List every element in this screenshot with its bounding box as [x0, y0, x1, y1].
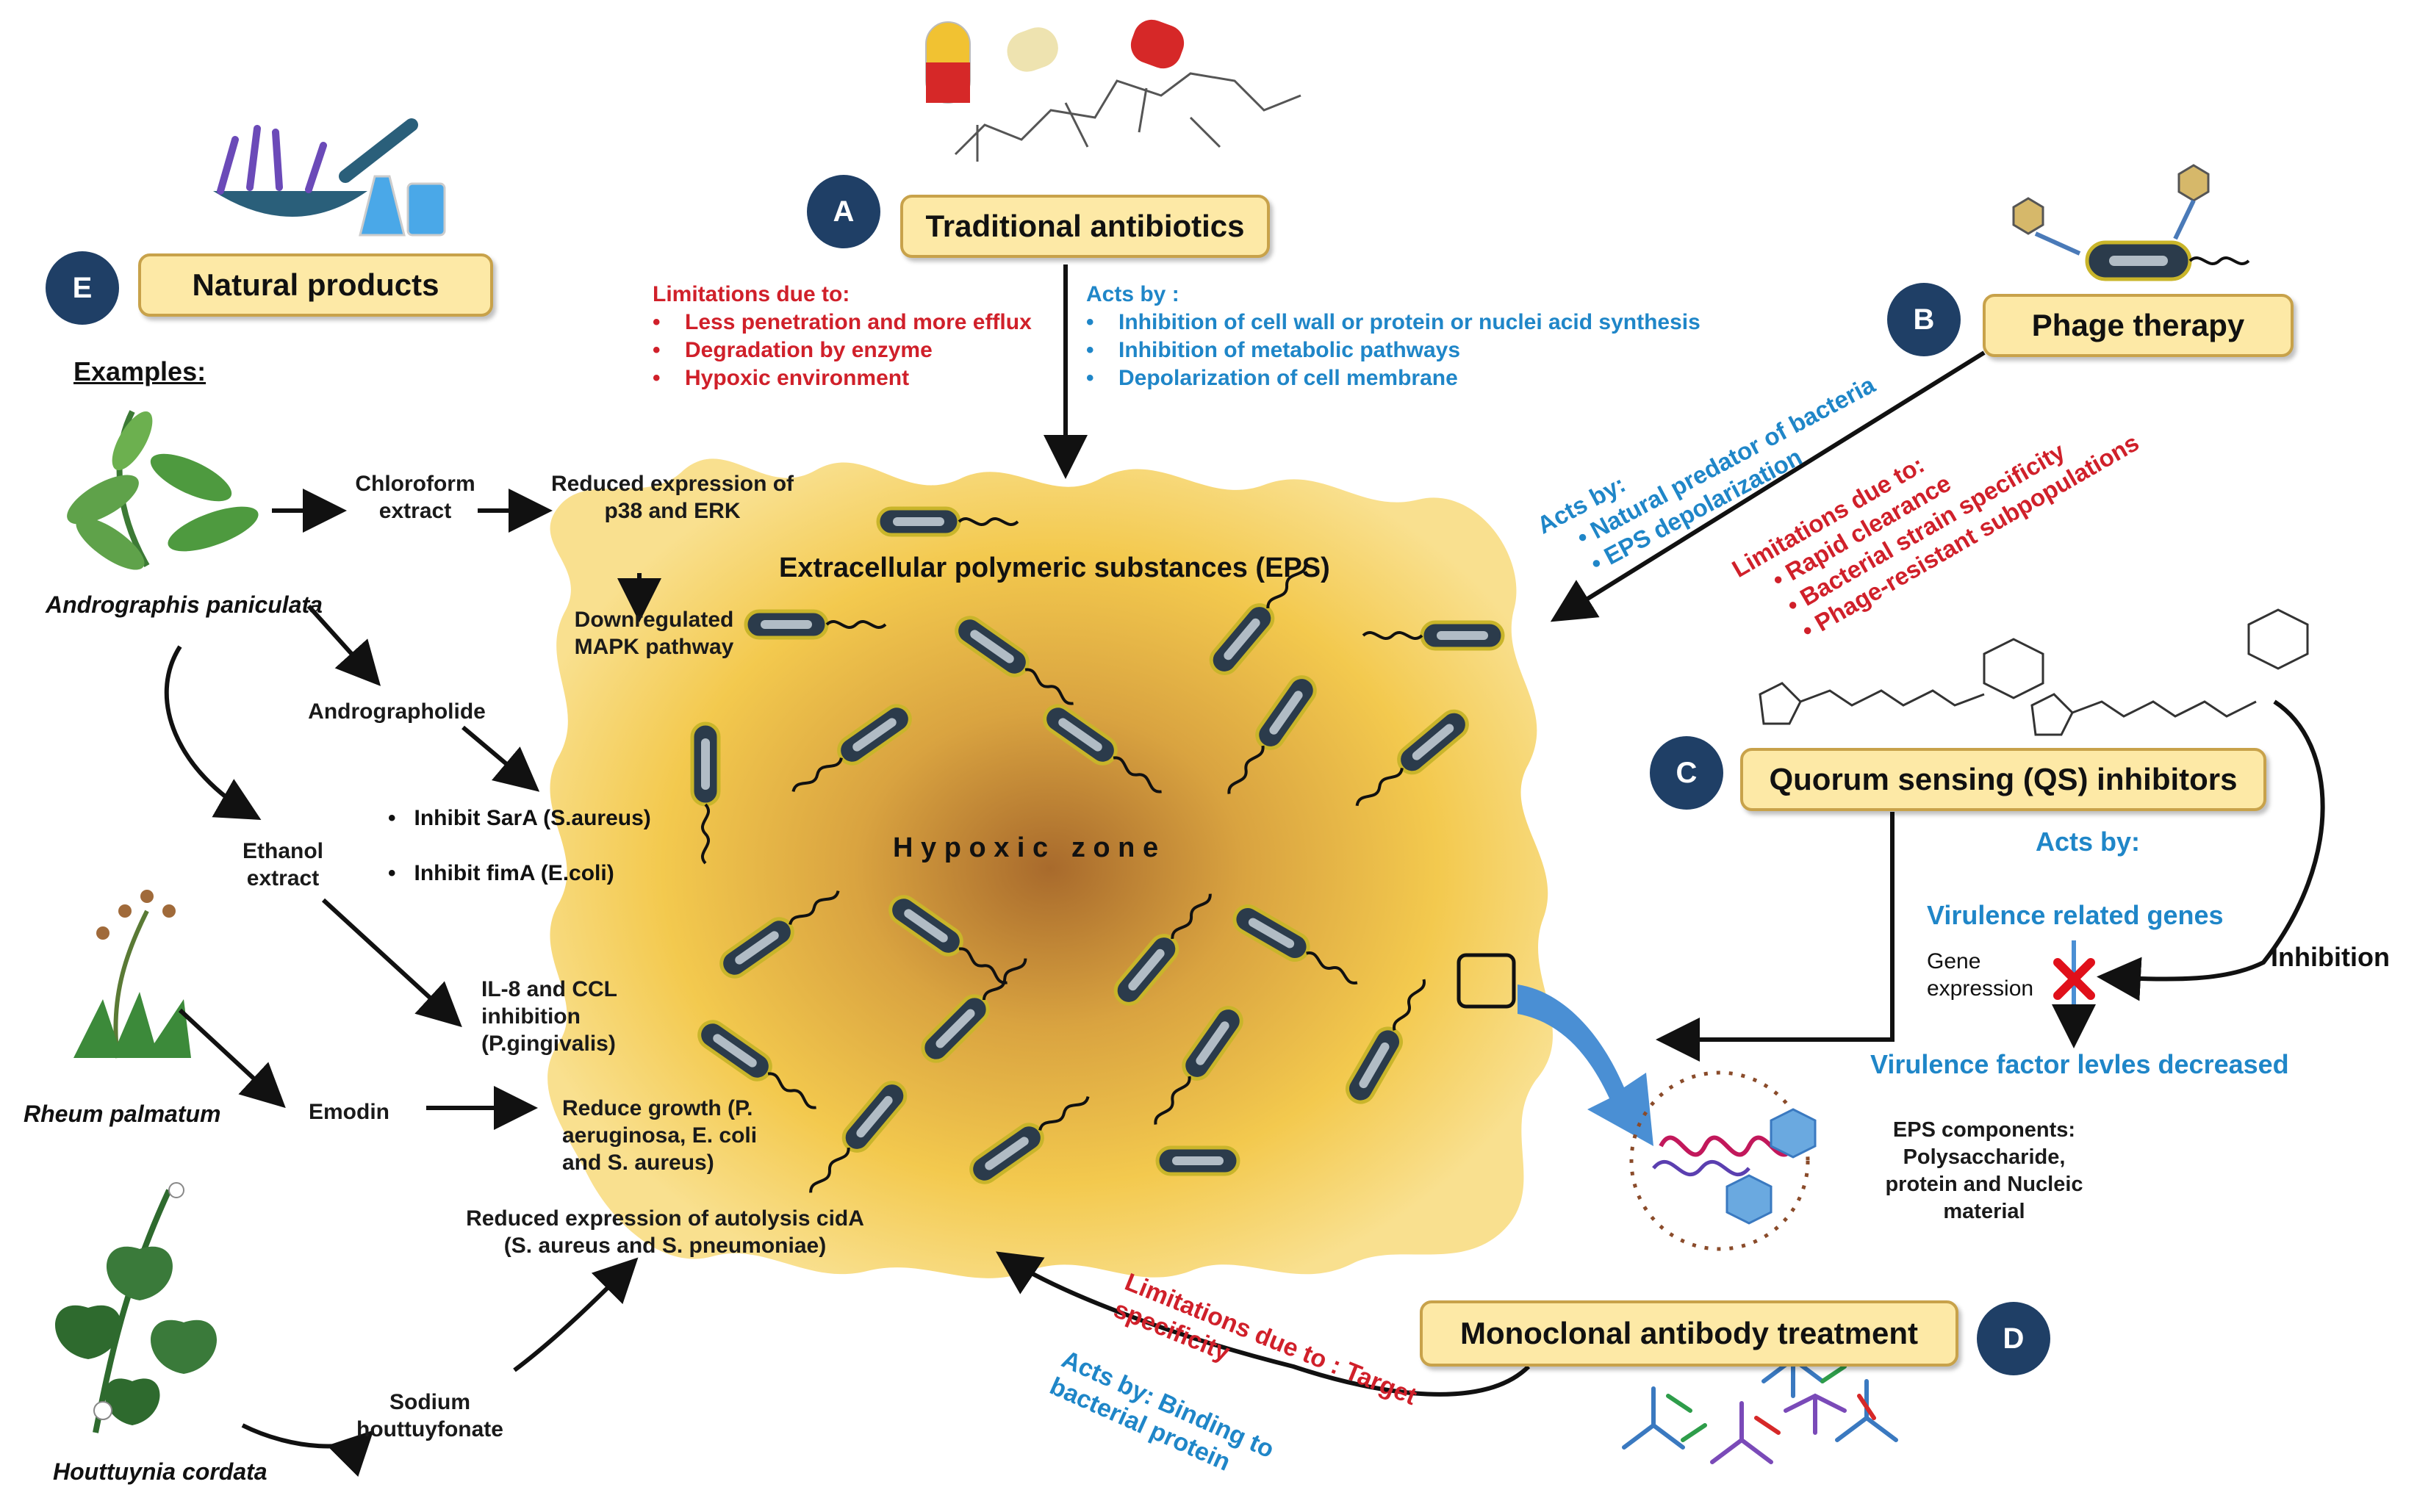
- antibiotics-acts-item: Depolarization of cell membrane: [1118, 366, 1458, 390]
- virulence-decreased: Virulence factor levles decreased: [1870, 1049, 2289, 1079]
- plant-andrographis: [67, 410, 259, 570]
- connector-arrows: [164, 264, 2325, 1477]
- antibiotics-acts-item: Inhibition of cell wall or protein or nu…: [1118, 310, 1700, 334]
- antibiotics-acts-item: Inhibition of metabolic pathways: [1118, 338, 1461, 362]
- label-a: A: [833, 195, 855, 228]
- label-a-circle: A: [807, 175, 880, 248]
- label-b: B: [1913, 303, 1935, 336]
- andrographolide-label: Andrographolide: [308, 699, 486, 724]
- antibiotics-limitations-title: Limitations due to:: [653, 282, 850, 306]
- plant-houttuynia-label: Houttuynia cordata: [53, 1458, 267, 1485]
- label-e-circle: E: [46, 251, 119, 325]
- reduced-p38-label: Reduced expression of p38 and ERK: [550, 472, 794, 523]
- natural-products-illustration: [213, 118, 446, 237]
- qs-molecules: [1759, 608, 2309, 736]
- plant-houttuynia: [55, 1182, 217, 1433]
- antibody-illustration: [1622, 1356, 1898, 1464]
- traditional-antibiotics-box: Traditional antibiotics: [900, 195, 1270, 258]
- mapk-label: Downregulated MAPK pathway: [574, 608, 734, 659]
- fima-item: • Inhibit fimA (E.coli): [388, 861, 614, 885]
- examples-label: Examples:: [73, 356, 206, 386]
- emodin-label: Emodin: [309, 1100, 389, 1124]
- qs-inhibitors-title: Quorum sensing (QS) inhibitors: [1769, 762, 2238, 796]
- label-d-circle: D: [1977, 1302, 2050, 1375]
- zoom-square: [1457, 953, 1516, 1009]
- antibiotics-limitation-item: Degradation by enzyme: [685, 338, 933, 362]
- phage-therapy-box: Phage therapy: [1983, 294, 2294, 357]
- plant-rheum: [73, 890, 191, 1059]
- reduce-growth-label: Reduce growth (P. aeruginosa, E. coli an…: [562, 1096, 758, 1175]
- il8-label: IL-8 and CCL inhibition (P.gingivalis): [481, 977, 617, 1056]
- antibiotics-acts: Acts by : •Inhibition of cell wall or pr…: [1086, 282, 1700, 390]
- chloroform-label: Chloroform extract: [355, 472, 475, 523]
- label-b-circle: B: [1887, 283, 1961, 356]
- plant-rheum-label: Rheum palmatum: [24, 1101, 221, 1127]
- phage-illustration: [2012, 164, 2250, 281]
- label-c: C: [1676, 756, 1698, 789]
- label-e: E: [72, 271, 93, 304]
- sara-label: Inhibit SarA (S.aureus): [414, 806, 651, 830]
- sara-item: • Inhibit SarA (S.aureus): [388, 806, 651, 830]
- antibiotics-acts-title: Acts by :: [1086, 282, 1179, 306]
- qs-acts-title: Acts by:: [2036, 827, 2141, 857]
- eps-label: Extracellular polymeric substances (EPS): [779, 552, 1330, 583]
- traditional-antibiotics-title: Traditional antibiotics: [925, 209, 1245, 243]
- monoclonal-antibody-box: Monoclonal antibody treatment: [1420, 1300, 1958, 1367]
- antibiotics-limitations: Limitations due to: •Less penetration an…: [653, 282, 1032, 390]
- virulence-genes: Virulence related genes: [1927, 900, 2224, 930]
- antibiotic-pills-illustration: [925, 19, 1301, 162]
- ethanol-label: Ethanol extract: [243, 839, 323, 890]
- zoom-arrow: [1518, 984, 1653, 1146]
- natural-products-title: Natural products: [192, 267, 439, 302]
- label-d: D: [2003, 1322, 2025, 1355]
- eps-components-circle: [1629, 1070, 1810, 1251]
- eps-components-label: EPS components: Polysaccharide, protein …: [1885, 1118, 2083, 1223]
- sodium-label: Sodium houttuyfonate: [356, 1390, 503, 1441]
- hypoxic-zone-label: H y p o x i c z o n e: [893, 832, 1159, 863]
- antibiotics-limitation-item: Hypoxic environment: [685, 366, 910, 390]
- qs-inhibitors-box: Quorum sensing (QS) inhibitors: [1740, 748, 2266, 811]
- natural-products-box: Natural products: [138, 253, 493, 317]
- gene-expression-label: Gene expression: [1927, 949, 2034, 1001]
- antibiotics-limitation-item: Less penetration and more efflux: [685, 310, 1032, 334]
- plant-andrographis-label: Andrographis paniculata: [46, 591, 323, 618]
- inhibition-label: Inhibition: [2271, 942, 2390, 972]
- phage-therapy-title: Phage therapy: [2031, 308, 2245, 342]
- label-c-circle: C: [1650, 736, 1723, 810]
- monoclonal-antibody-title: Monoclonal antibody treatment: [1459, 1316, 1919, 1350]
- biofilm-blob: [547, 458, 1553, 1278]
- cida-label: Reduced expression of autolysis cidA (S.…: [466, 1206, 864, 1258]
- fima-label: Inhibit fimA (E.coli): [414, 861, 614, 885]
